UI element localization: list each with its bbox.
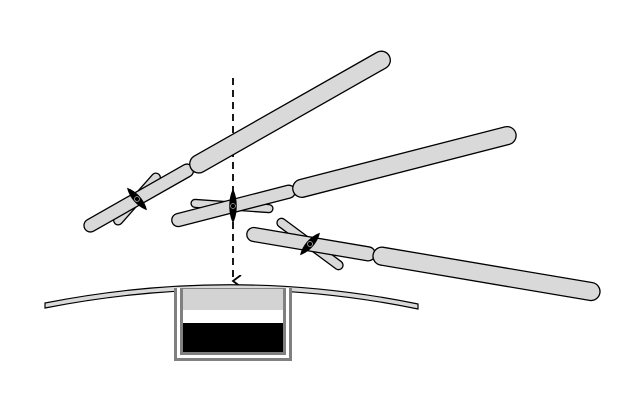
rod-assembly-1 — [83, 50, 391, 233]
rod-2-long — [292, 125, 517, 198]
container-light-layer — [183, 289, 283, 310]
container-white-layer — [183, 310, 283, 323]
curved-surface — [44, 284, 419, 310]
pivot-2 — [230, 203, 236, 209]
container — [174, 288, 292, 361]
rod-3-long — [372, 246, 601, 302]
rod-assembly-3 — [246, 217, 601, 302]
pivot-1 — [134, 196, 140, 202]
rod-1-long — [189, 50, 391, 174]
rod-assembly-2 — [171, 125, 517, 228]
pivot-3 — [307, 241, 313, 247]
container-dark-layer — [183, 323, 283, 352]
